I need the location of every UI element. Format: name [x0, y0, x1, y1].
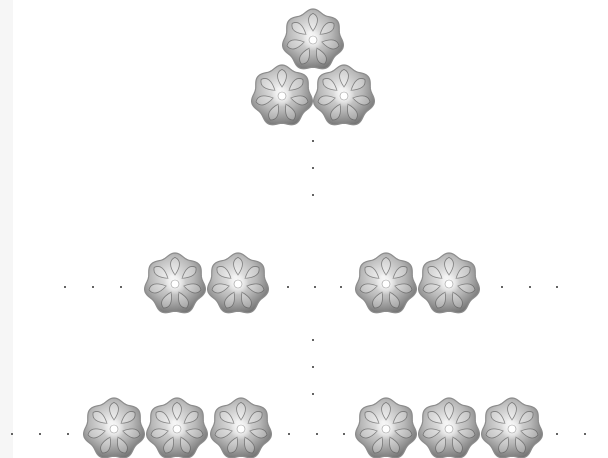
- ellipsis-dot: [340, 286, 342, 288]
- ellipsis-dot: [316, 433, 318, 435]
- ellipsis-dot: [64, 286, 66, 288]
- ellipsis-dot: [92, 286, 94, 288]
- crystal-gem-icon: [144, 396, 210, 458]
- ellipsis-dot: [343, 433, 345, 435]
- ellipsis-dot: [556, 433, 558, 435]
- crystal-gem-icon: [249, 63, 315, 129]
- ellipsis-dot: [312, 194, 314, 196]
- crystal-gem-icon: [208, 396, 274, 458]
- ellipsis-dot: [501, 286, 503, 288]
- crystal-gem-icon: [416, 396, 482, 458]
- ellipsis-dot: [11, 433, 13, 435]
- ellipsis-dot: [120, 286, 122, 288]
- crystal-gem-icon: [479, 396, 545, 458]
- ellipsis-dot: [312, 366, 314, 368]
- ellipsis-dot: [288, 433, 290, 435]
- ellipsis-dot: [312, 167, 314, 169]
- ellipsis-dot: [39, 433, 41, 435]
- crystal-gem-icon: [81, 396, 147, 458]
- ellipsis-dot: [312, 339, 314, 341]
- ellipsis-dot: [584, 433, 586, 435]
- ellipsis-dot: [529, 286, 531, 288]
- crystal-gem-icon: [353, 396, 419, 458]
- ellipsis-dot: [312, 140, 314, 142]
- ellipsis-dot: [287, 286, 289, 288]
- ellipsis-dot: [556, 286, 558, 288]
- crystal-gem-icon: [311, 63, 377, 129]
- ellipsis-dot: [312, 393, 314, 395]
- crystal-gem-icon: [142, 251, 208, 317]
- ellipsis-dot: [67, 433, 69, 435]
- ellipsis-dot: [314, 286, 316, 288]
- left-margin-strip: [0, 0, 13, 458]
- crystal-gem-icon: [416, 251, 482, 317]
- crystal-gem-icon: [205, 251, 271, 317]
- crystal-gem-icon: [353, 251, 419, 317]
